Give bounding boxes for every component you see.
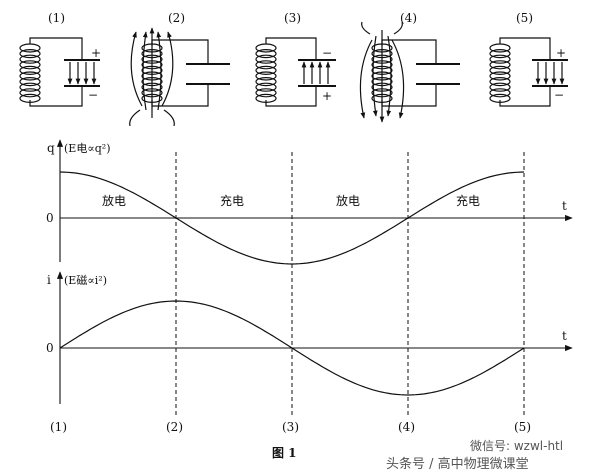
watermark-wechat: 微信号: wzwl-htl (470, 439, 563, 453)
circuit-panel-2 (129, 27, 230, 127)
panel-label-4: (4) (400, 11, 417, 25)
coil-turn (19, 88, 41, 98)
coil-turn (255, 60, 277, 70)
coil-turn (19, 65, 41, 76)
coil-turn (489, 88, 511, 98)
panel-label-1: (1) (48, 11, 65, 25)
coil-turn (255, 88, 277, 98)
time-label-5: (5) (514, 420, 531, 434)
i-axis-label: i (47, 273, 51, 287)
circuit-panel-4 (359, 21, 460, 123)
coil-turn (489, 48, 511, 59)
magnetic-field-lines-2 (129, 27, 175, 127)
electric-field-arrows-1 (67, 62, 97, 85)
cap-sign-bottom-5: − (554, 88, 564, 102)
coil-turn (19, 71, 41, 81)
coil-turn (489, 82, 511, 92)
coil-turn (489, 60, 511, 70)
time-label-2: (2) (166, 420, 183, 434)
inductor-coil-3 (255, 43, 277, 104)
phase-label-3: 放电 (336, 193, 360, 208)
i-formula: (E磁∝i²) (64, 274, 107, 287)
q-axis-label: q (47, 141, 55, 155)
phase-label-4: 充电 (456, 193, 480, 208)
i-t-label: t (562, 329, 567, 343)
coil-turn (489, 76, 511, 87)
coil-turn (255, 76, 277, 87)
phase-label-2: 充电 (220, 193, 244, 208)
electric-field-arrows-5 (535, 62, 565, 85)
i-zero-label: 0 (46, 341, 54, 355)
cap-sign-top-5: + (556, 46, 566, 60)
circuit-panel-5 (489, 37, 568, 107)
phase-label-1: 放电 (102, 193, 126, 208)
coil-turn (255, 54, 277, 64)
cap-sign-top-1: + (91, 46, 101, 60)
time-label-1: (1) (50, 420, 67, 434)
coil-turn (255, 65, 277, 76)
q-formula: (E电∝q²) (64, 142, 111, 155)
phase-dividers (175, 152, 525, 416)
inductor-coil-1 (19, 43, 41, 104)
q-t-label: t (562, 199, 567, 213)
i-graph (56, 271, 573, 404)
panel-label-2: (2) (168, 11, 185, 25)
q-graph (56, 139, 573, 265)
q-zero-label: 0 (46, 211, 54, 225)
panel-label-5: (5) (516, 11, 533, 25)
watermark-toutiao: 头条号 / 高中物理微课堂 (386, 456, 529, 472)
inductor-coil-5 (489, 43, 511, 104)
coil-turn (489, 65, 511, 76)
coil-turn (19, 82, 41, 92)
coil-turn (489, 54, 511, 64)
coil-turn (255, 82, 277, 92)
coil-turn (19, 60, 41, 70)
time-label-4: (4) (398, 420, 415, 434)
coil-turn (19, 48, 41, 59)
coil-turn (489, 71, 511, 81)
cap-sign-bottom-3: + (322, 89, 332, 103)
coil-turn (255, 48, 277, 59)
electric-field-arrows-3 (301, 61, 331, 84)
cap-sign-top-3: − (322, 46, 332, 60)
circuit-panel-1 (19, 37, 100, 107)
circuit-panel-3 (255, 37, 336, 107)
magnetic-field-lines-4 (359, 21, 405, 123)
coil-turn (19, 54, 41, 64)
coil-turn (255, 71, 277, 81)
panel-label-3: (3) (284, 11, 301, 25)
figure-caption: 图 1 (272, 446, 297, 460)
cap-sign-bottom-1: − (88, 88, 98, 102)
coil-turn (19, 76, 41, 87)
time-label-3: (3) (282, 420, 299, 434)
